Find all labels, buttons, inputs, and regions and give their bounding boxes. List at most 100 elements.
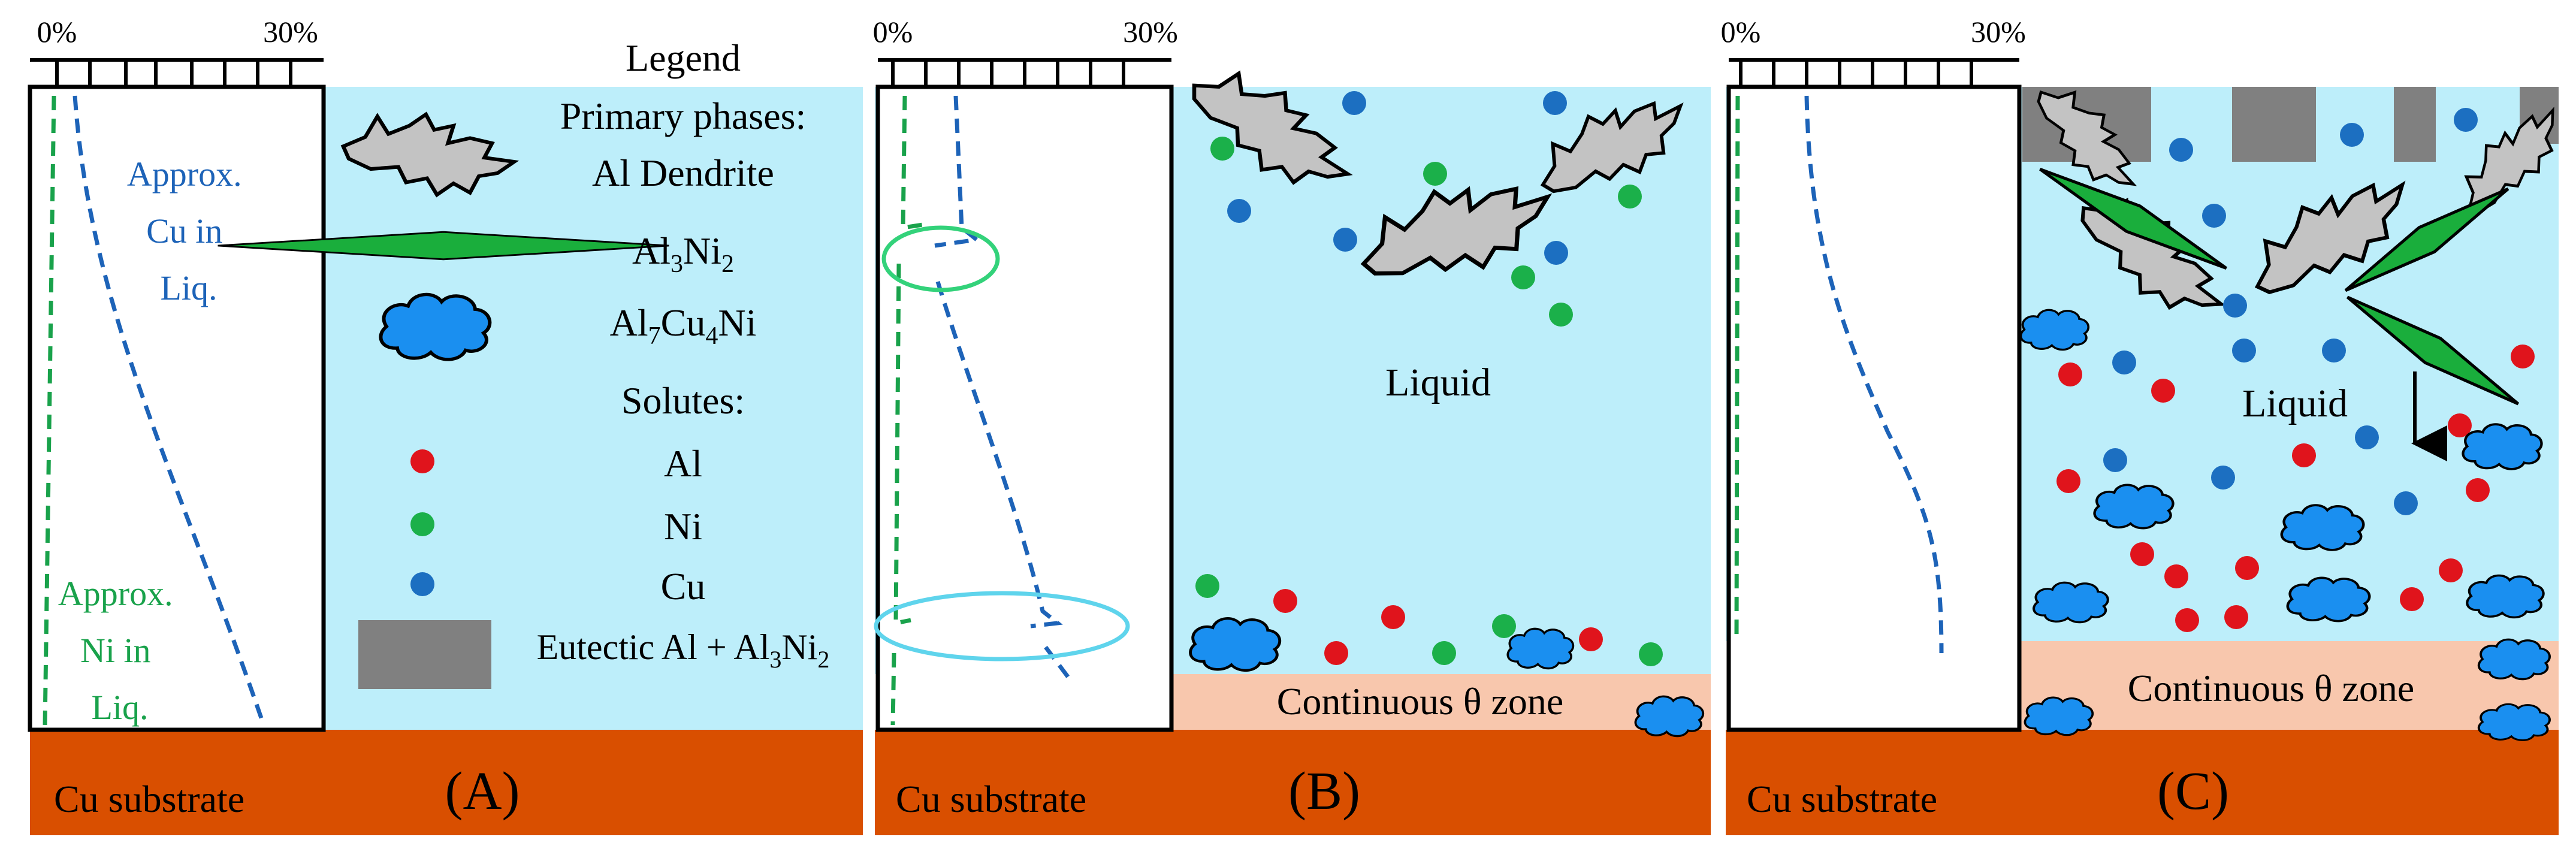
panel-a-cu-curve xyxy=(73,95,266,726)
ni-solute xyxy=(1511,265,1535,289)
al7cu4ni-particle xyxy=(2288,578,2369,621)
legend-al3ni2-label: Al3Ni2 xyxy=(632,229,734,278)
al-solute xyxy=(2175,608,2199,632)
legend-eutectic-label: Eutectic Al + Al3Ni2 xyxy=(537,627,830,673)
legend-al-dot-icon xyxy=(410,449,434,473)
legend-ni-label: Ni xyxy=(664,505,702,548)
legend-title: Legend xyxy=(626,37,741,79)
panel-b-tick-0: 0% xyxy=(873,15,913,49)
al-solute xyxy=(2130,542,2154,566)
panel-c-axis xyxy=(1729,58,2019,87)
panel-a-label: (A) xyxy=(445,762,520,821)
ni-solute xyxy=(1549,303,1573,327)
al-solute xyxy=(2164,564,2188,588)
al7cu4ni-particle xyxy=(2463,424,2541,469)
panel-c-eutectic xyxy=(2232,87,2316,162)
al-solute xyxy=(2439,558,2463,582)
al-solute xyxy=(2466,478,2490,502)
panel-c-tick-30: 30% xyxy=(1971,15,2026,49)
panel-a-substrate-label: Cu substrate xyxy=(54,778,244,820)
ni-solute xyxy=(1639,642,1663,666)
al7cu4ni-particle xyxy=(2019,309,2090,351)
panel-b-al7cu4ni-particle xyxy=(1191,618,1280,670)
panel-b-liquid-label: Liquid xyxy=(1385,361,1491,404)
panel-c-tick-0: 0% xyxy=(1721,15,1761,49)
al-solute xyxy=(2056,469,2080,493)
al-solute xyxy=(2235,556,2259,580)
ni-solute xyxy=(1423,162,1447,186)
panel-c-profile-box xyxy=(1726,84,2022,732)
cu-solute xyxy=(2223,294,2247,318)
al7cu4ni-particle xyxy=(2094,485,2173,528)
panel-a-axis xyxy=(30,58,324,87)
panel-b-substrate-label: Cu substrate xyxy=(896,778,1086,820)
al7cu4ni-particle xyxy=(2477,638,2551,681)
legend-al7cu4ni-label: Al7Cu4Ni xyxy=(610,301,757,350)
cu-solute xyxy=(1342,91,1366,115)
cu-solute xyxy=(2103,448,2127,472)
panel-c: 0% 30% xyxy=(1721,15,2572,835)
al7cu4ni-particle xyxy=(2467,576,2543,618)
legend-al-label: Al xyxy=(664,442,702,485)
panel-c-label: (C) xyxy=(2157,762,2229,821)
al-solute xyxy=(2058,362,2082,386)
ni-solute xyxy=(1492,614,1516,638)
panel-a-ni-label: Approx. Ni in Liq. xyxy=(58,574,182,727)
cu-solute xyxy=(2169,138,2193,162)
ni-solute xyxy=(1618,185,1642,209)
al-solute xyxy=(1324,641,1348,665)
legend-eutectic-icon xyxy=(358,620,491,689)
legend-cu-label: Cu xyxy=(661,565,706,608)
panel-c-solutes xyxy=(2056,108,2535,632)
panel-c-eutectic xyxy=(2394,87,2436,162)
panel-c-substrate-label: Cu substrate xyxy=(1747,778,1937,820)
panel-a-tick-0: 0% xyxy=(37,15,77,49)
panel-c-theta-zone xyxy=(2019,641,2559,730)
al-solute xyxy=(2151,379,2175,403)
panel-b-al7cu4ni-particle xyxy=(1506,627,1575,670)
legend-primary-heading: Primary phases: xyxy=(560,95,807,137)
al-solute xyxy=(2292,443,2316,467)
panel-b-ellipse-bottom xyxy=(874,591,1130,661)
al-solute xyxy=(1273,589,1297,613)
legend: Legend Primary phases: Al Dendrite Al3Ni… xyxy=(218,37,829,689)
panel-a-profile-box xyxy=(28,84,326,732)
panel-b-theta-zone xyxy=(1171,674,1711,730)
ni-solute xyxy=(1195,574,1219,598)
panel-b-profile-box xyxy=(875,84,1174,732)
ni-solute xyxy=(1432,641,1456,665)
panel-b-label: (B) xyxy=(1288,762,1360,821)
panel-b-ellipse-top xyxy=(881,225,1000,292)
al-solute xyxy=(2224,605,2248,629)
panel-b-ni-curve xyxy=(890,95,923,726)
panel-b-tick-30: 30% xyxy=(1123,15,1178,49)
cu-solute xyxy=(2394,491,2418,515)
al-solute xyxy=(2448,413,2472,437)
cu-solute xyxy=(2112,351,2136,374)
panel-b-al7cu4ni-particle xyxy=(1634,695,1705,738)
cu-solute xyxy=(1543,91,1567,115)
ni-solute xyxy=(1210,137,1234,161)
panel-b-zone-label: Continuous θ zone xyxy=(1277,680,1564,723)
al7cu4ni-particle xyxy=(2034,582,2108,622)
legend-solutes-heading: Solutes: xyxy=(621,379,745,422)
cu-solute xyxy=(1544,241,1568,265)
cu-solute xyxy=(2232,339,2256,362)
cu-solute xyxy=(1227,199,1251,223)
al-solute xyxy=(2511,345,2535,368)
cu-solute xyxy=(2355,425,2379,449)
al-solute xyxy=(1579,627,1603,651)
panel-b-axis xyxy=(878,58,1171,87)
al7cu4ni-particle xyxy=(2024,696,2094,736)
panel-c-substrate xyxy=(1726,730,2559,835)
al-solute xyxy=(1381,605,1405,629)
cu-solute xyxy=(1333,228,1357,252)
panel-b-substrate xyxy=(875,730,1711,835)
panel-c-liquid-label: Liquid xyxy=(2242,382,2348,425)
legend-ni-dot-icon xyxy=(410,512,434,536)
al7cu4ni-particle xyxy=(2477,703,2551,742)
legend-dendrite-label: Al Dendrite xyxy=(592,152,774,194)
cu-solute xyxy=(2202,204,2226,228)
